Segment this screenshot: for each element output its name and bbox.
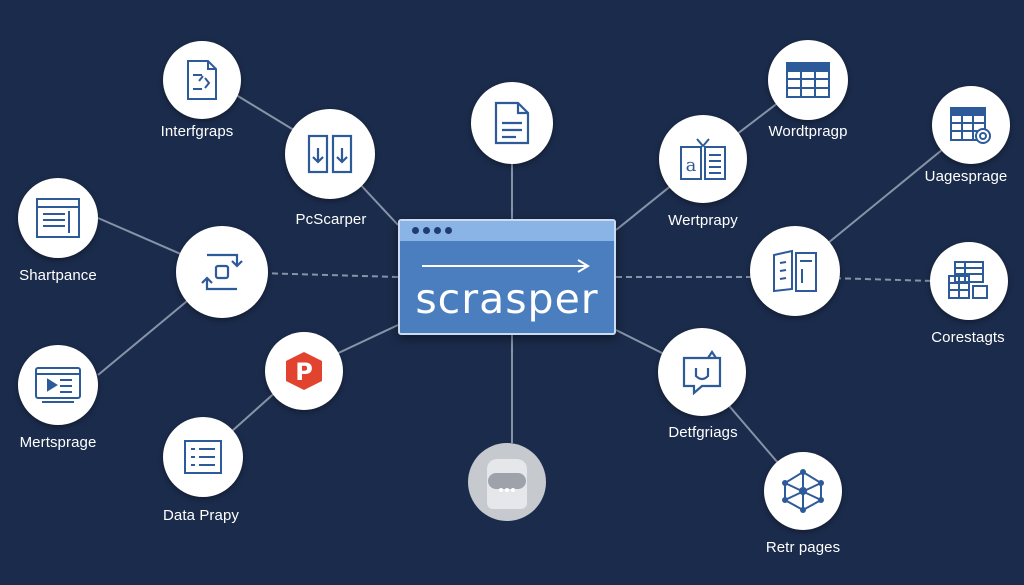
label-mertsprage: Mertsprage (19, 434, 97, 451)
scraper-hub-window[interactable]: scrasper (398, 219, 616, 335)
label-detfgriags: Detfgriags (668, 424, 738, 441)
chat-bot-screen (488, 473, 526, 489)
chat-bubble-icon (682, 350, 722, 396)
list-document-icon (184, 440, 222, 474)
node-bottom-bot[interactable] (468, 443, 546, 521)
node-pcscarper[interactable] (285, 109, 375, 199)
open-book-icon: a (680, 138, 726, 180)
network-hub-icon (782, 469, 824, 513)
node-uagesprage[interactable] (932, 86, 1010, 164)
label-wordtpragp: Wordtpragp (768, 123, 848, 140)
sync-arrows-icon (201, 253, 243, 291)
node-shartpance[interactable] (18, 178, 98, 258)
table-grid-icon (786, 62, 830, 98)
download-panels-icon (307, 134, 353, 174)
window-list-icon (36, 198, 80, 238)
svg-text:P: P (295, 358, 313, 386)
document-edit-icon (187, 60, 217, 100)
window-dot-icon (412, 227, 419, 234)
label-corestagts: Corestagts (931, 329, 1005, 346)
window-dot-icon (434, 227, 441, 234)
window-dot-icon (423, 227, 430, 234)
book-panel-icon (773, 249, 817, 293)
node-data-prapy[interactable] (163, 417, 243, 497)
node-sync[interactable] (176, 226, 268, 318)
node-retr-pages[interactable] (764, 452, 842, 530)
label-retr-pages: Retr pages (765, 539, 841, 556)
node-wordtpragp[interactable] (768, 40, 848, 120)
node-book-panel[interactable] (750, 226, 840, 316)
label-interfgraps: Interfgraps (160, 123, 234, 140)
document-icon (494, 101, 530, 145)
window-dot-icon (445, 227, 452, 234)
red-p-logo-icon: P (286, 352, 322, 390)
hub-title: scrasper (415, 275, 599, 323)
node-corestagts[interactable] (930, 242, 1008, 320)
calendar-gear-icon (950, 107, 991, 144)
node-detfgriags[interactable] (658, 328, 746, 416)
node-mertsprage[interactable] (18, 345, 98, 425)
label-wertprapy: Wertprapy (668, 212, 738, 229)
label-shartpance: Shartpance (19, 267, 97, 284)
node-top-doc[interactable] (471, 82, 553, 164)
label-data-prapy: Data Prapy (162, 507, 240, 524)
media-window-icon (35, 367, 81, 403)
data-stack-icon (948, 261, 988, 299)
svg-text:a: a (686, 155, 697, 176)
arrow-right-icon (422, 259, 590, 273)
typing-dots-icon (499, 479, 517, 497)
label-uagesprage: Uagesprage (924, 168, 1008, 185)
label-pcscarper: PcScarper (295, 211, 367, 228)
node-red-p[interactable]: P (265, 332, 343, 410)
window-title-bar (400, 221, 614, 241)
node-wertprapy[interactable]: a (659, 115, 747, 203)
node-interfgraps[interactable] (163, 41, 241, 119)
